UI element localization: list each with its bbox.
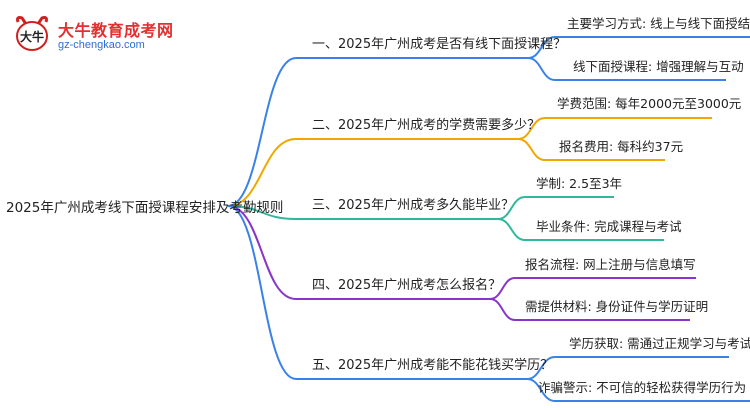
leaf-5-2: 诈骗警示: 不可信的轻松获得学历行为 bbox=[538, 380, 747, 395]
leaf-4-2: 需提供材料: 身份证件与学历证明 bbox=[525, 299, 709, 314]
branch-4-connector bbox=[227, 205, 490, 300]
leaf-2-1: 学费范围: 每年2000元至3000元 bbox=[557, 96, 742, 111]
leaf-3-1: 学制: 2.5至3年 bbox=[536, 176, 623, 191]
leaf-2-2: 报名费用: 每科约37元 bbox=[559, 139, 684, 154]
branch-1-connector bbox=[227, 57, 528, 207]
leaf-2-2-connector bbox=[517, 138, 665, 161]
leaf-4-2-connector bbox=[489, 298, 690, 321]
root-node: 2025年广州成考线下面授课程安排及考勤规则 bbox=[6, 200, 284, 216]
branch-2-connector bbox=[227, 138, 518, 207]
leaf-5-1: 学历获取: 需通过正规学习与考试 bbox=[569, 336, 750, 351]
leaf-5-1-connector bbox=[526, 356, 729, 380]
branch-5-connector bbox=[227, 205, 527, 380]
leaf-1-1: 主要学习方式: 线上与线下面授结合 bbox=[567, 16, 750, 31]
svg-text:大牛: 大牛 bbox=[20, 29, 44, 44]
branch-3-label: 三、2025年广州成考多久能毕业？ bbox=[312, 198, 515, 213]
leaf-3-2: 毕业条件: 完成课程与考试 bbox=[536, 219, 682, 234]
leaf-2-1-connector bbox=[517, 117, 712, 140]
leaf-3-2-connector bbox=[497, 218, 664, 241]
branch-3-connector bbox=[227, 205, 498, 220]
leaf-1-2-connector bbox=[527, 57, 726, 81]
branch-4-label: 四、2025年广州成考怎么报名？ bbox=[312, 278, 502, 293]
leaf-3-1-connector bbox=[497, 196, 614, 220]
leaf-4-1-connector bbox=[489, 277, 696, 300]
logo-mark-icon: 大牛 bbox=[16, 16, 48, 51]
logo-url[interactable]: gz-chengkao.com bbox=[58, 39, 145, 51]
leaf-1-2: 线下面授课程: 增强理解与互动 bbox=[573, 59, 744, 74]
branch-5-label: 五、2025年广州成考能不能花钱买学历？ bbox=[312, 358, 554, 373]
leaf-1-1-connector bbox=[527, 36, 750, 59]
branch-1-label: 一、2025年广州成考是否有线下面授课程？ bbox=[312, 37, 567, 52]
site-logo[interactable]: 大牛 大牛教育成考网 gz-chengkao.com bbox=[8, 12, 208, 56]
leaf-4-1: 报名流程: 网上注册与信息填写 bbox=[525, 257, 696, 272]
logo-title: 大牛教育成考网 bbox=[58, 23, 174, 40]
branch-2-label: 二、2025年广州成考的学费需要多少？ bbox=[312, 118, 541, 133]
leaf-5-2-connector bbox=[526, 378, 750, 402]
